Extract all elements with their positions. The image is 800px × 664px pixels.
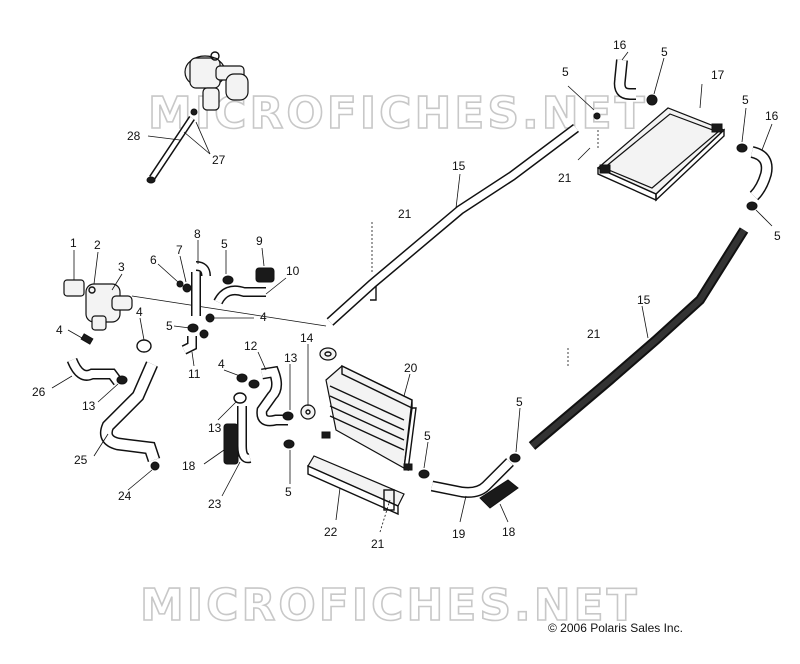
callout-15-lower: 15: [637, 293, 651, 307]
callout-5-right: 5: [742, 93, 749, 107]
pump-tube: [146, 108, 198, 184]
hose-16-right: [749, 146, 773, 201]
callout-5-bottom: 5: [285, 485, 292, 499]
callout-5-hose8: 5: [221, 237, 228, 251]
callout-13-mid: 13: [284, 351, 298, 365]
callout-20: 20: [404, 361, 418, 375]
callout-24: 24: [118, 489, 132, 503]
callout-28: 28: [127, 129, 141, 143]
callout-23: 23: [208, 497, 222, 511]
callout-1: 1: [70, 236, 77, 250]
heat-exchanger-20: [321, 364, 417, 472]
hose-10: [213, 285, 266, 305]
hose-25: [99, 361, 161, 463]
hose-18-left: [223, 423, 239, 465]
callout-12: 12: [244, 339, 258, 353]
hose-19: [430, 458, 514, 498]
callout-13-left: 13: [82, 399, 96, 413]
callout-21-mid: 21: [398, 207, 412, 221]
callout-17: 17: [711, 68, 725, 82]
watermark-bottom: MICROFICHES.NET: [140, 580, 640, 631]
callout-4-mid: 4: [260, 310, 267, 324]
callout-labels: 16 5 5 17 5 16 21 5 28 27 15 21 1 2 3 6 …: [32, 38, 781, 551]
hose-12: [256, 365, 288, 427]
grommets-14: [300, 347, 337, 420]
callout-5-lower: 5: [516, 395, 523, 409]
callout-21-lower: 21: [587, 327, 601, 341]
callout-15-upper: 15: [452, 159, 466, 173]
callout-25: 25: [74, 453, 88, 467]
callout-21-upper: 21: [558, 171, 572, 185]
callout-14: 14: [300, 331, 314, 345]
copyright-text: © 2006 Polaris Sales Inc.: [548, 621, 683, 635]
bracket-22: [307, 455, 405, 516]
callout-5-top: 5: [661, 45, 668, 59]
callout-6: 6: [150, 253, 157, 267]
callout-18-right: 18: [502, 525, 516, 539]
callout-11: 11: [188, 367, 201, 381]
electric-pump-lower: [63, 279, 133, 331]
callout-7: 7: [176, 243, 183, 257]
cooler-tube-15-upper: [326, 124, 579, 326]
callout-27: 27: [212, 153, 226, 167]
elbow-11: [181, 336, 197, 355]
hose-23: [237, 406, 252, 464]
callout-22: 22: [324, 525, 338, 539]
callout-8: 8: [194, 227, 201, 241]
callout-4-left: 4: [56, 323, 63, 337]
hose-9: [255, 267, 275, 283]
hose-16-upper: [613, 59, 636, 100]
heat-exchanger-upper: [596, 107, 726, 202]
callout-16-top: 16: [613, 38, 627, 52]
callout-2: 2: [94, 238, 101, 252]
callout-13-lower: 13: [208, 421, 222, 435]
callout-4-pump: 4: [136, 305, 143, 319]
callout-5-far: 5: [774, 229, 781, 243]
callout-18-left: 18: [182, 459, 196, 473]
callout-5-upper: 5: [562, 65, 569, 79]
callout-9: 9: [256, 234, 263, 248]
callout-10: 10: [286, 264, 300, 278]
hose-8: [191, 261, 211, 316]
callout-16-right: 16: [765, 109, 779, 123]
callout-3: 3: [118, 260, 125, 274]
hose-26: [66, 357, 123, 386]
callout-5-hx: 5: [424, 429, 431, 443]
callout-5-elbow: 5: [166, 319, 173, 333]
callout-21-bottom: 21: [371, 537, 385, 551]
cooler-tube-15-lower: [528, 227, 749, 450]
callout-26: 26: [32, 385, 46, 399]
callout-19: 19: [452, 527, 466, 541]
hose-18-right: [479, 479, 519, 509]
callout-4-hose12: 4: [218, 357, 225, 371]
electric-pump-upper: [184, 51, 249, 111]
